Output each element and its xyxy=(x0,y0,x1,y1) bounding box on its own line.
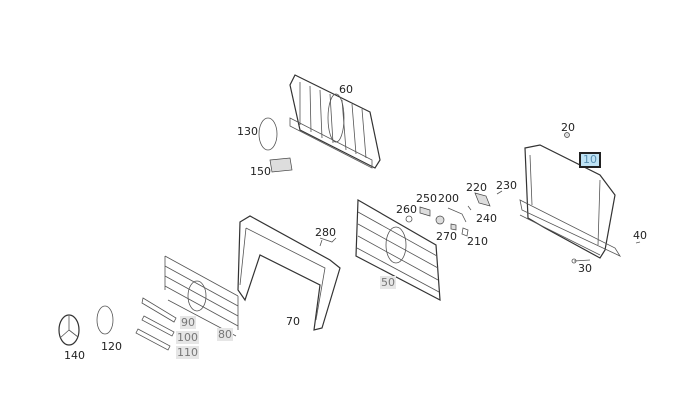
part-label-90[interactable]: 90 xyxy=(180,316,196,329)
part-label-200[interactable]: 200 xyxy=(438,192,459,205)
part-label-120[interactable]: 120 xyxy=(101,340,122,353)
part-label-260[interactable]: 260 xyxy=(396,203,417,216)
part-label-20[interactable]: 20 xyxy=(561,121,575,134)
part-label-280[interactable]: 280 xyxy=(315,226,336,239)
part-label-70[interactable]: 70 xyxy=(286,315,300,328)
part-140-star-drawing[interactable] xyxy=(58,314,80,346)
part-label-40[interactable]: 40 xyxy=(633,229,647,242)
part-110-strip-drawing[interactable] xyxy=(135,328,171,351)
part-label-50[interactable]: 50 xyxy=(380,276,396,289)
part-label-10-selected[interactable]: 10 xyxy=(579,152,601,168)
part-label-250[interactable]: 250 xyxy=(416,192,437,205)
part-label-210[interactable]: 210 xyxy=(467,235,488,248)
part-label-110[interactable]: 110 xyxy=(176,346,199,359)
part-100-strip-drawing[interactable] xyxy=(141,315,175,337)
part-90-strip-drawing[interactable] xyxy=(141,297,177,323)
part-label-270[interactable]: 270 xyxy=(436,230,457,243)
part-280-drawing[interactable] xyxy=(319,237,337,247)
part-label-150[interactable]: 150 xyxy=(250,165,271,178)
part-130-ring-drawing[interactable] xyxy=(258,117,278,151)
part-150-drawing[interactable] xyxy=(269,157,293,173)
part-label-240[interactable]: 240 xyxy=(476,212,497,225)
part-label-130[interactable]: 130 xyxy=(237,125,258,138)
part-label-140[interactable]: 140 xyxy=(64,349,85,362)
part-70-frame-drawing[interactable] xyxy=(237,215,341,331)
part-80-grille-drawing[interactable] xyxy=(164,255,239,337)
part-60-grille-drawing[interactable] xyxy=(289,74,381,169)
part-120-ring-drawing[interactable] xyxy=(96,305,114,335)
small-parts-drawing[interactable] xyxy=(405,132,641,264)
part-10-carrier-drawing[interactable] xyxy=(519,144,622,259)
part-50-grille-drawing[interactable] xyxy=(355,198,441,302)
part-label-220[interactable]: 220 xyxy=(466,181,487,194)
part-label-80[interactable]: 80 xyxy=(217,328,233,341)
part-label-30[interactable]: 30 xyxy=(578,262,592,275)
part-label-100[interactable]: 100 xyxy=(176,331,199,344)
part-label-60[interactable]: 60 xyxy=(339,83,353,96)
part-label-230[interactable]: 230 xyxy=(496,179,517,192)
